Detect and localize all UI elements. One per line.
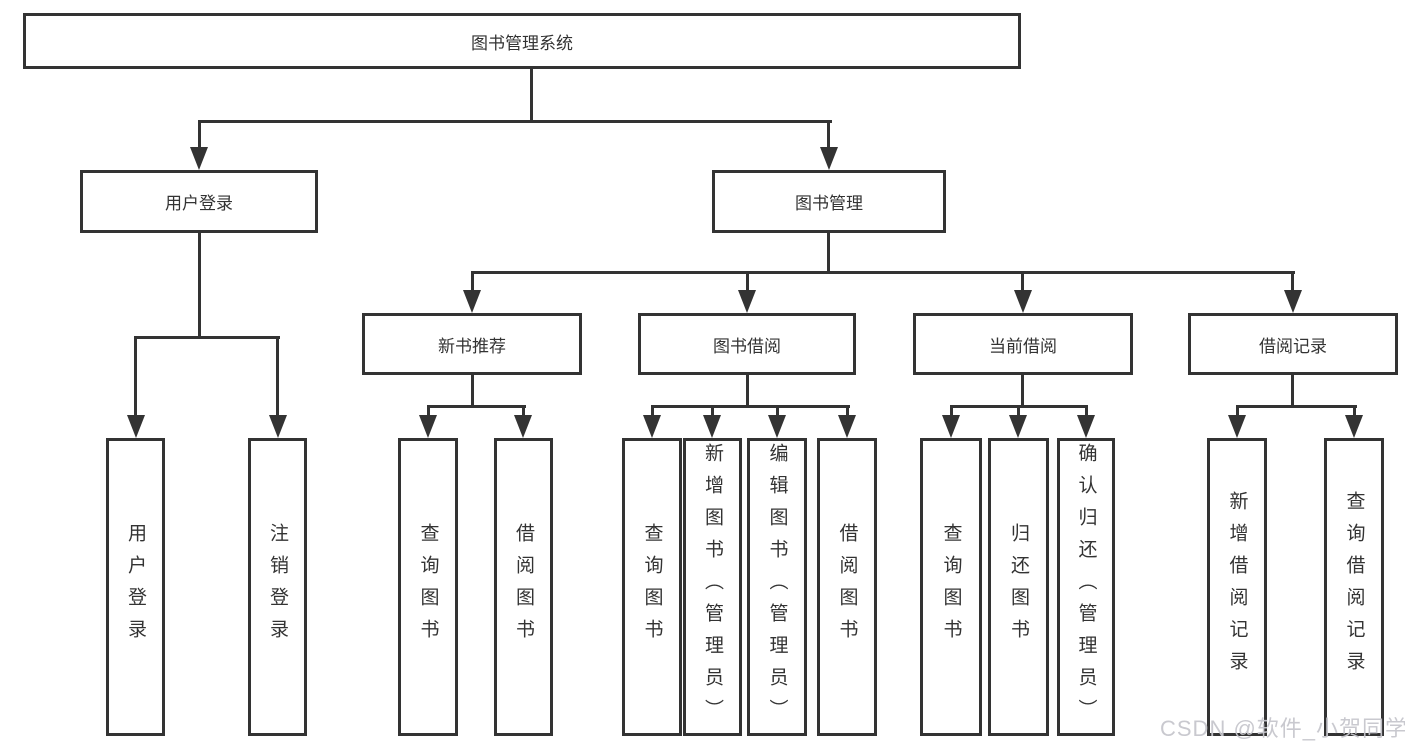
arrow-down-icon: [514, 415, 532, 438]
connector-line: [134, 336, 280, 339]
leaf-user-login: 用户登录: [106, 438, 165, 736]
connector-line: [1021, 271, 1024, 293]
connector-line: [1021, 375, 1024, 407]
leaf-add-borrow-record: 新增借阅记录: [1207, 438, 1267, 736]
connector-line: [827, 233, 830, 273]
connector-line: [746, 375, 749, 407]
connector-line: [776, 405, 779, 418]
connector-line: [198, 120, 201, 152]
node-book-management: 图书管理: [712, 170, 946, 233]
node-borrowing-records: 借阅记录: [1188, 313, 1398, 375]
connector-line: [1353, 405, 1356, 418]
connector-line: [1236, 405, 1239, 418]
connector-line: [1236, 405, 1357, 408]
arrow-down-icon: [269, 415, 287, 438]
arrow-down-icon: [1009, 415, 1027, 438]
leaf-add-books-admin: 新增图书（管理员）: [683, 438, 742, 736]
connector-line: [530, 69, 533, 123]
arrow-down-icon: [942, 415, 960, 438]
connector-line: [522, 405, 525, 418]
arrow-down-icon: [1014, 290, 1032, 313]
connector-line: [427, 405, 430, 418]
arrow-down-icon: [127, 415, 145, 438]
connector-line: [471, 375, 474, 407]
arrow-down-icon: [738, 290, 756, 313]
connector-line: [1291, 271, 1294, 293]
leaf-query-books-current: 查询图书: [920, 438, 982, 736]
arrow-down-icon: [190, 147, 208, 170]
arrow-down-icon: [463, 290, 481, 313]
leaf-query-books-borrowing: 查询图书: [622, 438, 682, 736]
connector-line: [276, 336, 279, 419]
node-current-borrowing: 当前借阅: [913, 313, 1133, 375]
connector-line: [427, 405, 526, 408]
leaf-query-borrow-record: 查询借阅记录: [1324, 438, 1384, 736]
arrow-down-icon: [1077, 415, 1095, 438]
arrow-down-icon: [838, 415, 856, 438]
connector-line: [651, 405, 654, 418]
connector-line: [1017, 405, 1020, 418]
node-library-management-system: 图书管理系统: [23, 13, 1021, 69]
csdn-watermark: CSDN @软件_小贺同学: [1160, 716, 1405, 741]
connector-line: [651, 405, 850, 408]
node-book-borrowing: 图书借阅: [638, 313, 856, 375]
arrow-down-icon: [643, 415, 661, 438]
connector-line: [846, 405, 849, 418]
arrow-down-icon: [419, 415, 437, 438]
leaf-edit-books-admin: 编辑图书（管理员）: [747, 438, 807, 736]
connector-line: [134, 336, 137, 419]
connector-line: [471, 271, 474, 293]
connector-line: [1085, 405, 1088, 418]
leaf-query-books-recommend: 查询图书: [398, 438, 458, 736]
arrow-down-icon: [1284, 290, 1302, 313]
connector-line: [198, 120, 832, 123]
arrow-down-icon: [1345, 415, 1363, 438]
leaf-borrow-books-recommend: 借阅图书: [494, 438, 553, 736]
connector-line: [198, 233, 201, 339]
arrow-down-icon: [1228, 415, 1246, 438]
leaf-logout: 注销登录: [248, 438, 307, 736]
node-new-book-recommend: 新书推荐: [362, 313, 582, 375]
arrow-down-icon: [820, 147, 838, 170]
connector-line: [827, 120, 830, 152]
leaf-borrow-books: 借阅图书: [817, 438, 877, 736]
connector-line: [746, 271, 749, 293]
connector-line: [950, 405, 953, 418]
arrow-down-icon: [703, 415, 721, 438]
leaf-confirm-return-admin: 确认归还（管理员）: [1057, 438, 1115, 736]
leaf-return-books: 归还图书: [988, 438, 1049, 736]
connector-line: [711, 405, 714, 418]
arrow-down-icon: [768, 415, 786, 438]
node-user-login: 用户登录: [80, 170, 318, 233]
connector-line: [1291, 375, 1294, 407]
connector-line: [471, 271, 1295, 274]
